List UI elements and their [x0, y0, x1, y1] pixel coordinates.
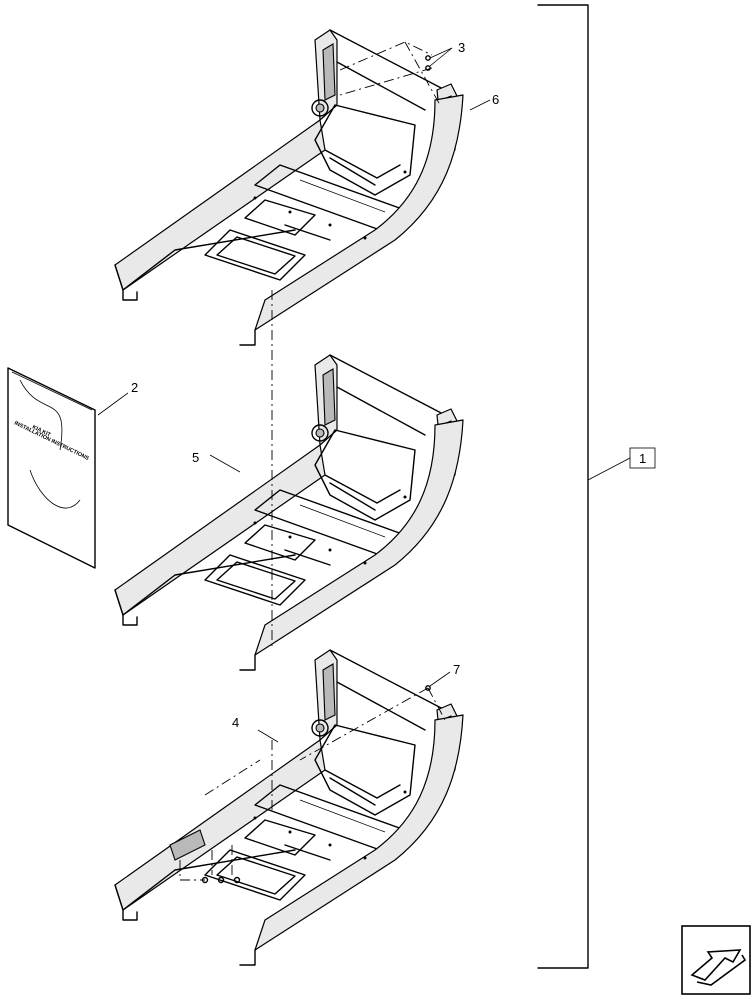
assembly-bracket	[537, 4, 589, 969]
fastener-7	[299, 671, 451, 761]
callout-5: 5	[192, 450, 199, 465]
callout-2: 2	[131, 380, 138, 395]
console-upper	[114, 29, 464, 346]
callout-3: 3	[458, 40, 465, 55]
callout-4: 4	[232, 715, 239, 730]
console-middle	[114, 354, 464, 671]
fastener-3	[339, 41, 453, 106]
console-lower	[114, 649, 464, 966]
arrow-navigation-icon[interactable]	[681, 925, 751, 995]
instruction-booklet: KIA KIT INSTALLATION INSTRUCTIONS	[7, 367, 96, 569]
callout-1: 1	[639, 451, 646, 466]
fasteners-bottom	[179, 759, 261, 884]
booklet-subtitle: INSTALLATION INSTRUCTIONS	[13, 420, 90, 462]
callout-7: 7	[453, 662, 460, 677]
callout-6: 6	[492, 92, 499, 107]
callout-1-box	[629, 447, 656, 469]
